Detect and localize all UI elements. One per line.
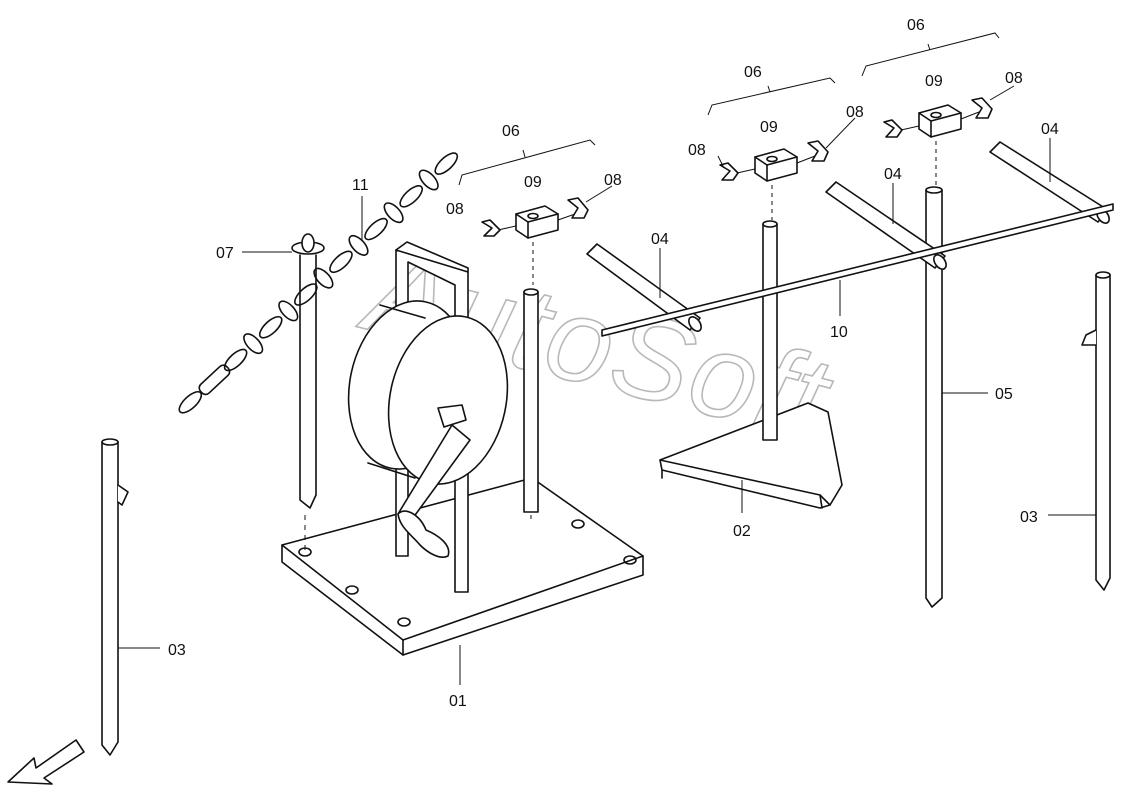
label-06-b: 06 (744, 64, 762, 81)
ground-stake-left (101, 438, 129, 756)
label-08-a2: 08 (604, 172, 622, 189)
label-11: 11 (352, 177, 369, 194)
cross-bar-b (825, 181, 947, 270)
direction-arrow (7, 739, 85, 785)
label-02: 02 (733, 523, 751, 540)
label-04-a: 04 (651, 231, 669, 248)
label-04-c: 04 (1041, 121, 1059, 138)
label-04-b: 04 (884, 166, 902, 183)
part-labels: 01 02 03 03 04 04 04 05 06 06 06 07 08 0… (168, 17, 1059, 710)
bracket-plate (659, 220, 843, 509)
label-09-b: 09 (760, 119, 778, 136)
long-rod (601, 203, 1114, 337)
label-08-a1: 08 (446, 201, 464, 218)
clamp-assembly-b (719, 140, 829, 220)
label-03-left: 03 (168, 642, 186, 659)
label-05: 05 (995, 386, 1013, 403)
label-09-a: 09 (524, 174, 542, 191)
ground-stake-right (1081, 271, 1111, 591)
label-10: 10 (830, 324, 848, 341)
clamp-assembly-a (481, 197, 589, 285)
label-07: 07 (216, 245, 234, 262)
label-08-c1: 08 (1005, 70, 1023, 87)
tall-post (925, 186, 943, 608)
base-plate-reel-assembly (281, 241, 644, 656)
label-06-a: 06 (502, 123, 520, 140)
label-08-b1: 08 (688, 142, 706, 159)
label-03-right: 03 (1020, 509, 1038, 526)
leader-lines (118, 32, 1096, 685)
rod-with-washer (291, 233, 325, 550)
clamp-assembly-c (883, 97, 993, 185)
label-08-c2: 08 (846, 104, 864, 121)
label-06-c: 06 (907, 17, 925, 34)
label-09-c: 09 (925, 73, 943, 90)
chain (178, 152, 459, 414)
label-01: 01 (449, 693, 467, 710)
cross-bar-a (586, 243, 702, 332)
